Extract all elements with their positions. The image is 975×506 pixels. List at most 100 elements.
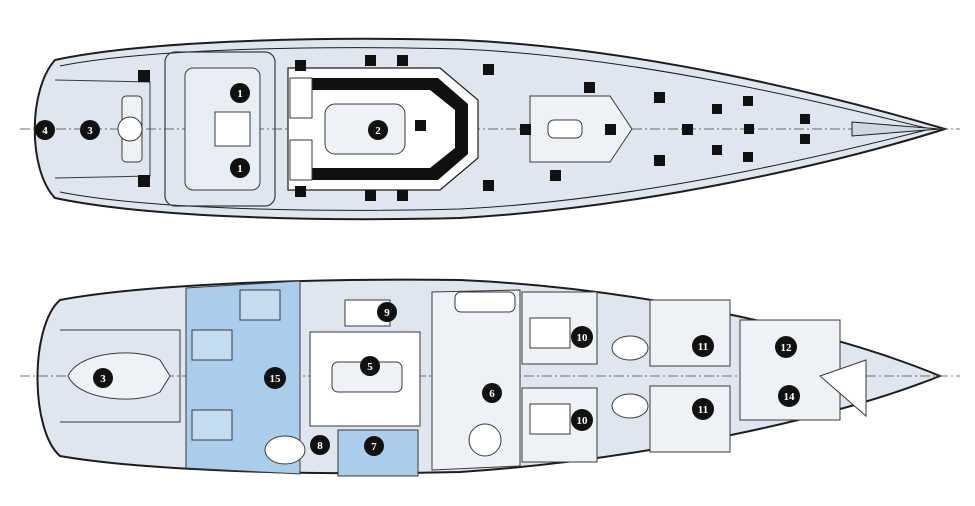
dining-table	[468, 423, 502, 457]
cabin-fwd-port	[649, 299, 731, 367]
companionway-stairs-bottom	[289, 139, 313, 181]
int-marker-11-top: 11	[692, 335, 714, 357]
salon-sofa	[454, 291, 516, 313]
marker-label: 9	[384, 307, 390, 319]
bow-fitting	[851, 121, 941, 137]
marker-circle	[482, 383, 502, 403]
int-marker-6: 6	[482, 383, 502, 403]
cockpit-outer	[164, 51, 276, 207]
deck-marker-1-bottom: 1	[230, 158, 250, 178]
hatch	[800, 134, 810, 144]
hatch	[605, 124, 616, 135]
hatch	[654, 155, 665, 166]
marker-circle	[360, 356, 380, 376]
hatch	[295, 186, 306, 197]
hatch	[483, 64, 494, 75]
hatch	[743, 96, 753, 106]
tub-port	[611, 335, 649, 361]
hatch	[483, 180, 494, 191]
interior-plan: 3 15 5 9 8 7 6 10	[20, 278, 960, 477]
hatch	[744, 124, 754, 134]
marker-circle	[93, 368, 113, 388]
deckhouse-console	[324, 103, 406, 155]
int-marker-7: 7	[364, 436, 384, 456]
marker-circle	[364, 436, 384, 456]
hatch	[584, 82, 595, 93]
hatch	[800, 114, 810, 124]
marker-circle	[35, 120, 55, 140]
hatch	[654, 92, 665, 103]
bed-stbd	[529, 403, 571, 435]
hatch	[743, 152, 753, 162]
crew-tub	[264, 435, 306, 465]
deck-plan: 4 3 1 1 2	[20, 37, 960, 221]
helm-wheel	[117, 116, 143, 142]
aft-deck-area	[54, 79, 151, 179]
hatch	[520, 124, 531, 135]
marker-circle	[778, 385, 800, 407]
hatch	[712, 145, 722, 155]
marker-label: 1	[237, 88, 243, 100]
marker-circle	[377, 302, 397, 322]
marker-label: 2	[375, 125, 381, 137]
marker-circle	[571, 409, 593, 431]
bed-port	[529, 317, 571, 349]
tender-garage	[60, 329, 181, 423]
marker-circle	[310, 435, 330, 455]
marker-label: 15	[270, 373, 282, 385]
deck-hatches	[138, 55, 810, 201]
marker-circle	[230, 158, 250, 178]
hatch	[712, 104, 722, 114]
companionway-stairs-top	[289, 77, 313, 119]
crew-bunk-lower	[191, 409, 233, 441]
deck-marker-3: 3	[80, 120, 100, 140]
main-salon	[431, 289, 521, 471]
marker-circle	[692, 335, 714, 357]
tub-stbd	[611, 393, 649, 419]
hatch	[415, 120, 426, 131]
int-marker-15: 15	[264, 367, 286, 389]
int-marker-8: 8	[310, 435, 330, 455]
hatch	[138, 70, 150, 82]
crew-bunk	[191, 329, 233, 361]
marker-circle	[230, 83, 250, 103]
marker-circle	[571, 326, 593, 348]
hatch	[365, 190, 376, 201]
marker-label: 4	[42, 125, 48, 137]
int-marker-10-bottom: 10	[571, 409, 593, 431]
marker-label: 10	[577, 415, 589, 427]
marker-label: 3	[100, 373, 106, 385]
marker-label: 5	[367, 361, 373, 373]
marker-label: 8	[317, 440, 323, 452]
int-marker-14: 14	[778, 385, 800, 407]
deck-marker-4: 4	[35, 120, 55, 140]
marker-label: 14	[784, 391, 796, 403]
forepeak-stairs	[819, 359, 867, 418]
hatch	[397, 190, 408, 201]
int-marker-11-bottom: 11	[692, 398, 714, 420]
marker-label: 7	[371, 441, 377, 453]
int-marker-9: 9	[377, 302, 397, 322]
marker-circle	[264, 367, 286, 389]
hatch	[682, 124, 693, 135]
marker-label: 6	[489, 388, 495, 400]
marker-label: 12	[781, 342, 793, 354]
marker-circle	[692, 398, 714, 420]
cockpit-table	[214, 111, 251, 147]
hatch	[397, 55, 408, 66]
marker-circle	[80, 120, 100, 140]
deckhouse-black-coaming	[312, 78, 468, 180]
marker-label: 3	[87, 125, 93, 137]
marker-label: 10	[577, 332, 589, 344]
marker-label: 11	[698, 341, 708, 353]
int-marker-5: 5	[360, 356, 380, 376]
forward-hatch	[547, 119, 583, 139]
int-marker-10-top: 10	[571, 326, 593, 348]
marker-circle	[775, 336, 797, 358]
hatch	[550, 170, 561, 181]
marker-label: 11	[698, 404, 708, 416]
deck-marker-2: 2	[368, 120, 388, 140]
int-marker-3: 3	[93, 368, 113, 388]
crew-head	[239, 289, 281, 321]
